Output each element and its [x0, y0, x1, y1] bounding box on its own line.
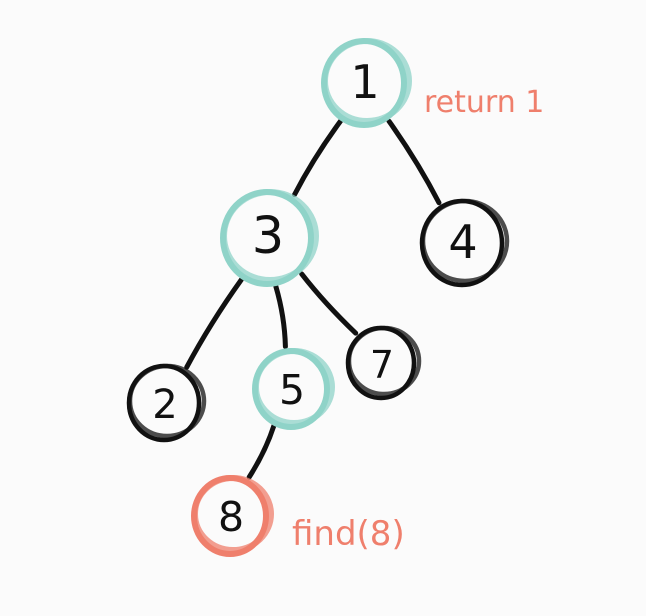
node-1-ring	[322, 38, 412, 124]
node-4-label: 4	[448, 215, 477, 269]
edge-n1-n4	[386, 118, 442, 206]
target-annotation: find(8)	[292, 514, 405, 554]
edge-n1-n3	[292, 118, 344, 198]
node-2: 2	[126, 363, 207, 443]
node-7-label: 7	[370, 343, 394, 387]
edge-n5-n8	[246, 423, 277, 480]
node-3: 3	[220, 189, 319, 287]
nodes-layer: 1 3 4 2 5 7 8	[126, 38, 510, 557]
node-5-label: 5	[279, 366, 305, 414]
node-5-ring	[253, 348, 335, 426]
edge-n3-n5	[273, 283, 288, 350]
node-2-ring	[127, 363, 207, 439]
node-8-ring	[192, 475, 274, 553]
edge-n3-n2	[184, 276, 245, 370]
node-5: 5	[252, 348, 335, 430]
node-1: 1	[321, 38, 412, 128]
node-3-ring	[221, 189, 319, 283]
node-1-label: 1	[350, 55, 379, 109]
node-8: 8	[191, 475, 274, 557]
edge-n3-n7	[299, 271, 359, 336]
node-4: 4	[419, 198, 510, 288]
edges-layer	[184, 118, 442, 480]
node-7: 7	[345, 325, 422, 401]
node-7-ring	[346, 325, 422, 397]
node-3-label: 3	[252, 207, 284, 266]
node-2-label: 2	[152, 382, 177, 428]
node-4-ring	[420, 198, 510, 284]
node-8-label: 8	[218, 493, 244, 541]
root-annotation: return 1	[424, 85, 544, 120]
